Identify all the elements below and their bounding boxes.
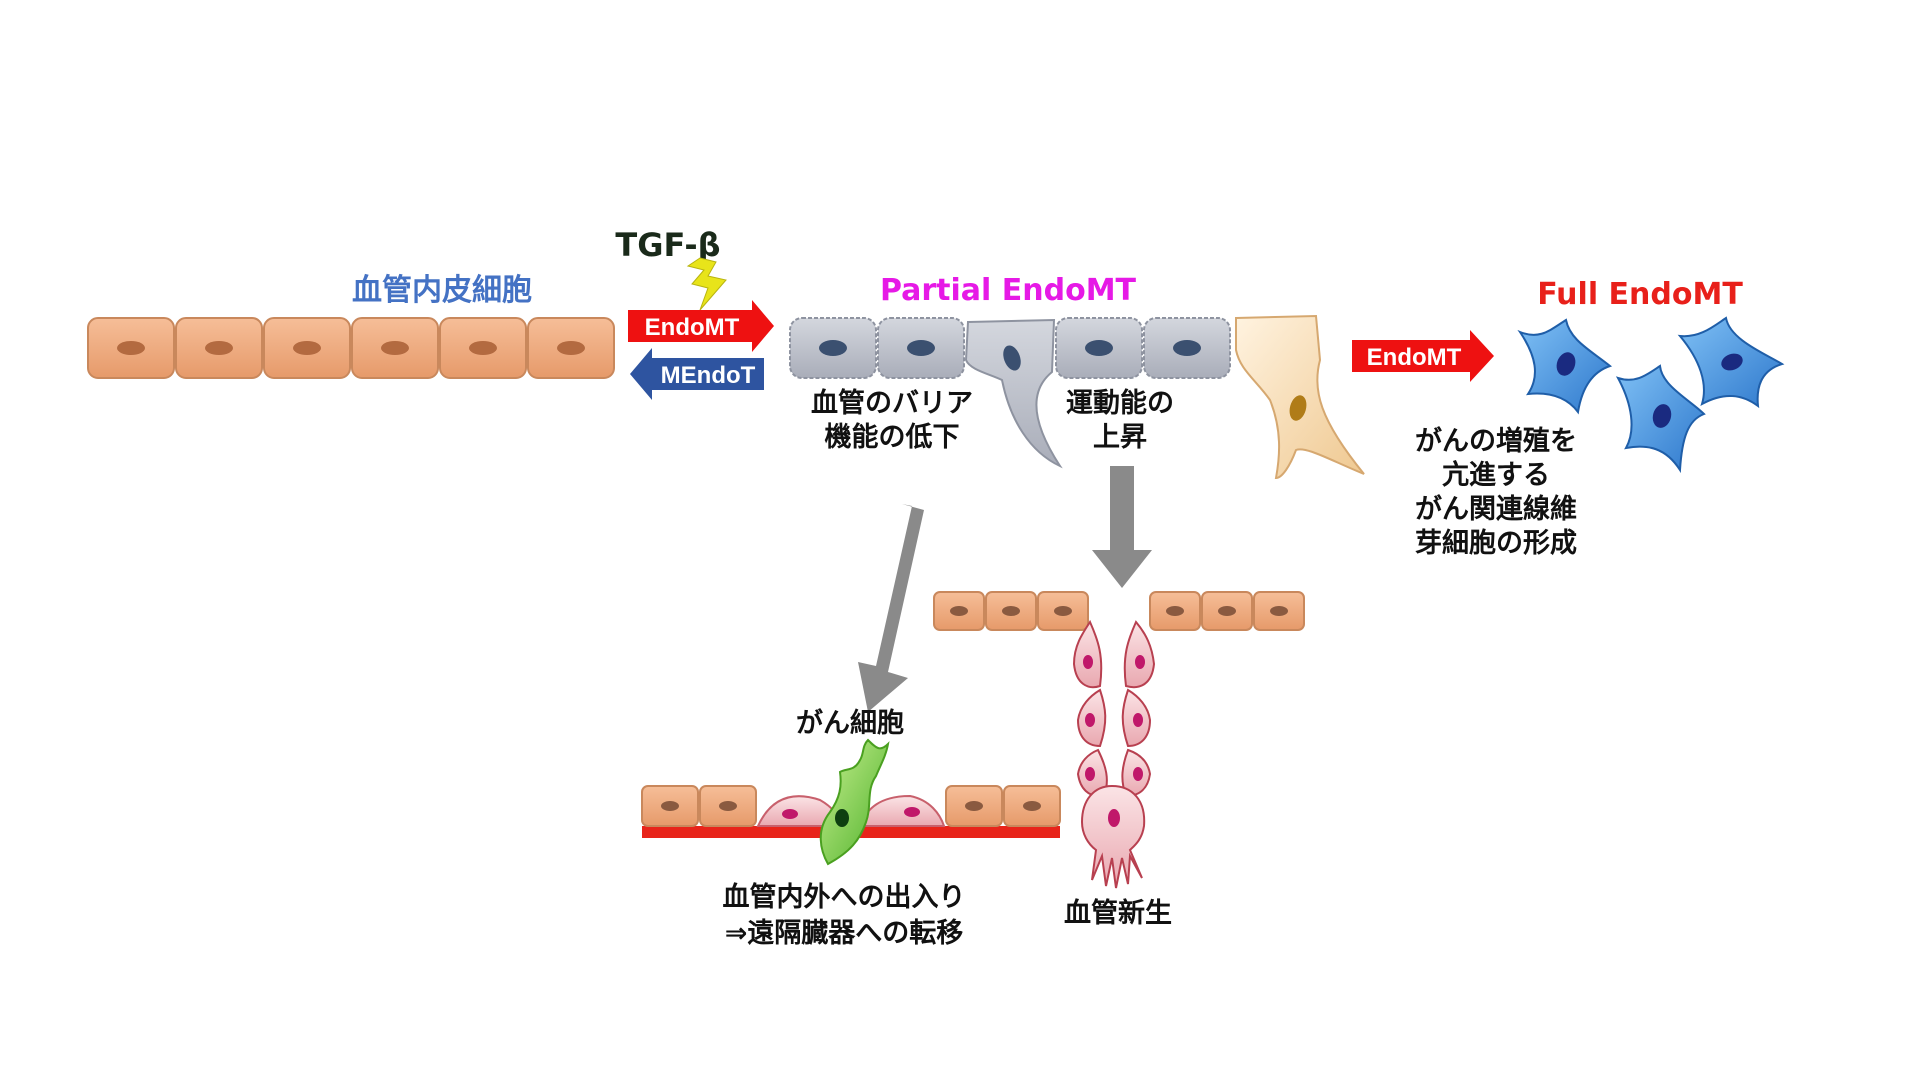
gray-cell <box>1143 317 1231 379</box>
endothelial-cell <box>351 317 439 379</box>
angiogenesis-label: 血管新生 <box>1064 897 1172 929</box>
endothelial-cell <box>699 785 757 827</box>
endothelial-cell-label: 血管内皮細胞 <box>352 273 532 308</box>
full-endomt-label: Full EndoMT <box>1537 277 1743 312</box>
fibroblast-cell <box>1677 316 1785 409</box>
down-arrow-motility <box>1092 466 1152 588</box>
endothelial-cell <box>641 785 699 827</box>
endothelial-cell-row <box>87 317 615 379</box>
endothelial-cell <box>1003 785 1061 827</box>
motility-label-line1: 運動能の <box>1066 387 1174 419</box>
migrating-gray-cell <box>964 318 1063 469</box>
endothelial-cell <box>87 317 175 379</box>
vessel-wall-cells <box>641 785 1061 827</box>
endomt-arrow-label: EndoMT <box>645 314 740 341</box>
cancer-cell-label: がん細胞 <box>796 707 904 739</box>
partial-endomt-cell-row <box>789 314 1365 480</box>
fibroblast-cell <box>1615 364 1706 474</box>
metastasis-line1: 血管内外への出入り <box>723 882 966 913</box>
endothelial-cell <box>527 317 615 379</box>
full-desc-line1: がんの増殖を <box>1415 425 1577 457</box>
endothelial-cell <box>1253 591 1305 631</box>
metastasis-line2: ⇒遠隔臓器への転移 <box>725 918 964 949</box>
lightning-icon <box>686 257 727 311</box>
endothelial-cell <box>933 591 985 631</box>
full-desc-line2: 亢進する <box>1442 459 1550 491</box>
endothelial-cell <box>945 785 1003 827</box>
partial-endomt-label: Partial EndoMT <box>880 273 1137 308</box>
endothelial-cell <box>1037 591 1089 631</box>
endothelial-cell <box>175 317 263 379</box>
fibroblast-like-cell <box>1235 314 1365 480</box>
vessel-cells-right <box>1149 591 1305 631</box>
down-arrow-barrier <box>858 504 924 712</box>
endothelial-cell <box>1149 591 1201 631</box>
barrier-label-line2: 機能の低下 <box>825 421 960 453</box>
gray-cell <box>789 317 877 379</box>
tgf-beta-label: TGF-β <box>615 226 720 264</box>
fibroblast-cell <box>1517 318 1613 415</box>
endothelial-cell <box>1201 591 1253 631</box>
pink-endothelial-cell <box>856 794 946 827</box>
sprouting-vessel <box>1072 619 1156 889</box>
endomt-arrow-2-label: EndoMT <box>1367 344 1462 371</box>
mendot-arrow-label: MEndoT <box>661 362 756 389</box>
barrier-label-line1: 血管のバリア <box>811 388 973 419</box>
endothelial-cell <box>985 591 1037 631</box>
gray-cell <box>1055 317 1143 379</box>
cancer-cell <box>819 738 890 866</box>
full-desc-line3: がん関連線維 <box>1415 493 1577 525</box>
motility-label-line2: 上昇 <box>1093 422 1147 453</box>
gray-cell <box>877 317 965 379</box>
mendot-arrow: MEndoT <box>630 348 764 400</box>
endomt-arrow-2: EndoMT <box>1352 330 1494 382</box>
full-desc-line4: 芽細胞の形成 <box>1415 528 1577 559</box>
endomt-arrow: EndoMT <box>628 300 774 352</box>
vessel-cells-left <box>933 591 1089 631</box>
endothelial-cell <box>263 317 351 379</box>
endothelial-cell <box>439 317 527 379</box>
